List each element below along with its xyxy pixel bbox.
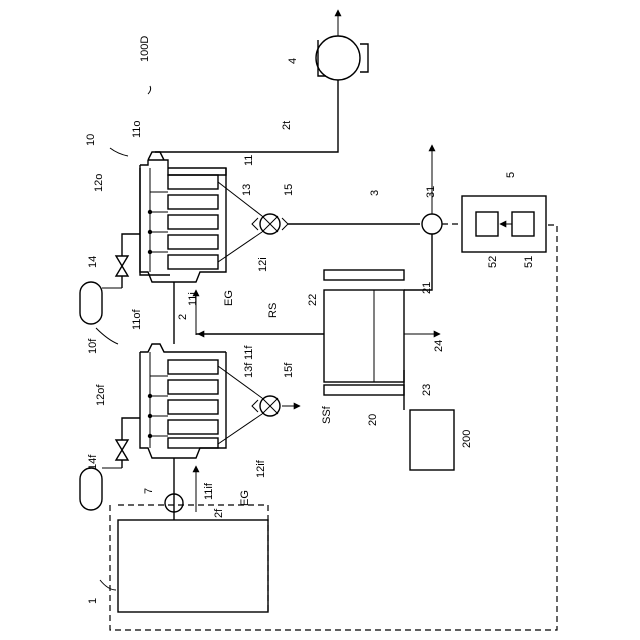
module-51 [512, 212, 534, 236]
label-11of: 11of [131, 308, 143, 330]
exchanger-10f-outer [140, 344, 226, 458]
label-52: 52 [487, 256, 499, 268]
label-1: 1 [87, 598, 99, 604]
label-100d: 100D [139, 36, 151, 62]
label-10: 10 [85, 134, 97, 146]
label-24: 24 [433, 340, 445, 352]
valve-31 [422, 214, 442, 234]
diagram-labels: 100D 4 2t 10 11o 12o 11 13 15 12i 3 31 5… [85, 36, 535, 604]
label-20: 20 [367, 414, 379, 426]
label-12if: 12if [255, 459, 267, 478]
label-13f: 13f [243, 362, 255, 378]
label-2: 2 [177, 314, 189, 320]
exchanger-10f-plates [168, 360, 218, 448]
label-14: 14 [87, 256, 99, 268]
tank-14 [80, 282, 102, 324]
label-eg-bottom: EG [239, 490, 251, 506]
label-12i: 12i [257, 257, 269, 272]
label-11i: 11i [187, 292, 199, 306]
module-52 [476, 212, 498, 236]
label-21: 21 [421, 282, 433, 294]
separator-20-top-plate [324, 270, 404, 280]
label-51: 51 [523, 256, 535, 268]
label-11f: 11f [243, 345, 255, 360]
label-7: 7 [143, 488, 155, 494]
exchanger-10-outer [140, 168, 226, 282]
tank-14f [80, 468, 102, 510]
label-3: 3 [369, 190, 381, 196]
compressor-4 [316, 36, 360, 80]
label-4: 4 [287, 58, 299, 64]
label-ssf: SSf [321, 405, 333, 424]
label-2t: 2t [281, 121, 293, 130]
label-10f: 10f [87, 338, 99, 354]
engine-block [118, 520, 268, 612]
exchanger-10-plates [168, 175, 218, 269]
unit-200 [410, 410, 454, 470]
label-11o: 11o [131, 120, 143, 138]
label-11: 11 [243, 155, 255, 166]
separator-20-bottom-plate [324, 385, 404, 395]
label-12o: 12o [93, 174, 105, 192]
pipe-2t [155, 80, 338, 152]
label-5: 5 [505, 172, 517, 178]
pipe-14f [122, 418, 140, 440]
pipe-14 [122, 234, 140, 256]
label-2f: 2f [213, 508, 225, 518]
label-11if: 11if [203, 482, 215, 500]
exchanger-10-body [140, 152, 226, 275]
label-31: 31 [425, 186, 437, 198]
label-15f: 15f [283, 362, 295, 378]
valve-14f [116, 440, 128, 460]
label-22: 22 [307, 294, 319, 306]
label-eg-top: EG [223, 290, 235, 306]
label-23: 23 [421, 384, 433, 396]
label-14f: 14f [87, 454, 99, 470]
label-12of: 12of [95, 384, 107, 406]
label-rs: RS [267, 303, 279, 318]
label-13: 13 [241, 184, 253, 196]
valve-14 [116, 256, 128, 276]
label-15: 15 [283, 184, 295, 196]
label-200: 200 [461, 430, 473, 448]
separator-20-body [324, 290, 404, 382]
